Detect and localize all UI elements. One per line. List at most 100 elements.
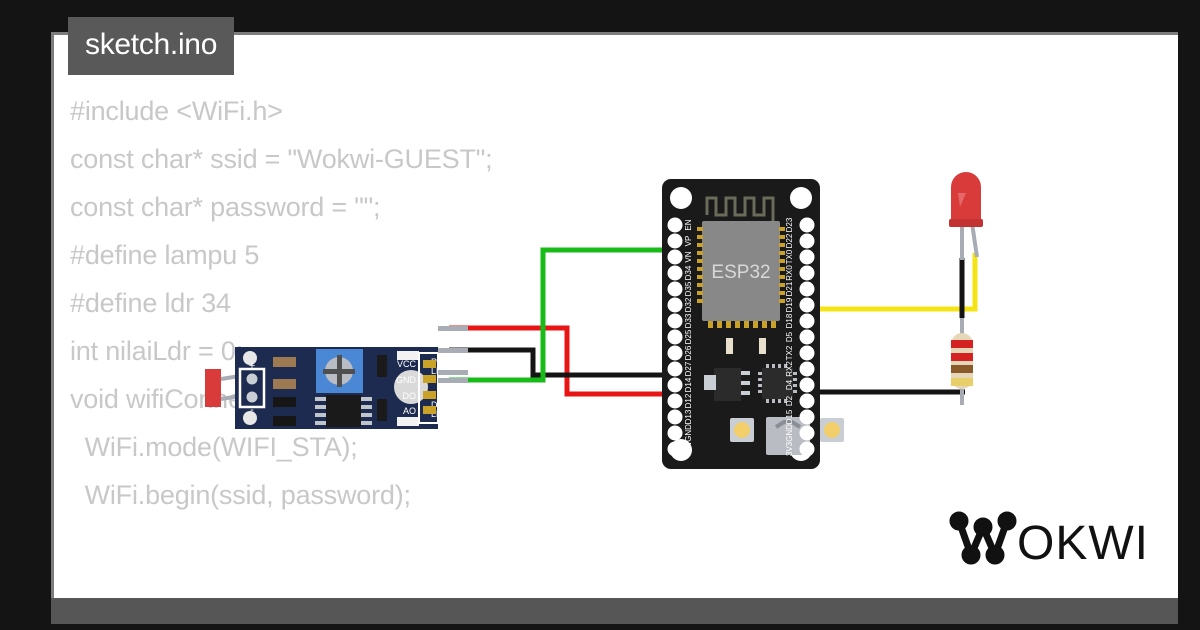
smd-resistor bbox=[273, 357, 296, 367]
ldr-pin-label-gnd: GND bbox=[396, 375, 417, 385]
pin-D23[interactable] bbox=[799, 217, 815, 233]
potentiometer-slot bbox=[323, 369, 355, 374]
boot-button[interactable] bbox=[730, 418, 754, 442]
pin-D26[interactable] bbox=[667, 345, 683, 361]
pin-D25[interactable] bbox=[667, 329, 683, 345]
en-button[interactable] bbox=[820, 418, 844, 442]
pin-GND-right[interactable] bbox=[799, 425, 815, 441]
pin-VP[interactable] bbox=[667, 233, 683, 249]
module-pads bbox=[697, 227, 785, 328]
pin-GND-left[interactable] bbox=[667, 425, 683, 441]
pin-VIN[interactable] bbox=[667, 441, 683, 457]
pin-3V3[interactable] bbox=[799, 441, 815, 457]
pin-label-left: D35 bbox=[684, 281, 693, 296]
pin-D2[interactable] bbox=[799, 393, 815, 409]
pin-label-left: D13 bbox=[684, 409, 693, 424]
pin-D32[interactable] bbox=[667, 297, 683, 313]
wire-d5-to-led-anode[interactable] bbox=[820, 253, 978, 312]
do-led-label2: LED bbox=[431, 409, 449, 419]
qfn-pads bbox=[758, 364, 797, 403]
smd-component bbox=[397, 417, 419, 426]
wire-vcc-to-vin[interactable] bbox=[449, 325, 668, 397]
pin-label-right: GND bbox=[785, 424, 794, 442]
pin-D15[interactable] bbox=[799, 409, 815, 425]
terminal-screw bbox=[246, 391, 258, 403]
pin-label-left: D34 bbox=[684, 265, 693, 280]
pin-D33[interactable] bbox=[667, 313, 683, 329]
pin-label-right: RX2 bbox=[785, 361, 794, 377]
part-resistor[interactable] bbox=[951, 318, 973, 405]
pin-RX0[interactable] bbox=[799, 265, 815, 281]
pin-label-left: D25 bbox=[684, 329, 693, 344]
pin-D34[interactable] bbox=[667, 265, 683, 281]
pin-TX2[interactable] bbox=[799, 345, 815, 361]
pin-D4[interactable] bbox=[799, 377, 815, 393]
part-photoresistor-module[interactable]: + - bbox=[205, 326, 468, 429]
ic-pads bbox=[315, 397, 372, 425]
pin-D19[interactable] bbox=[799, 297, 815, 313]
pin-label-left: VP bbox=[684, 236, 693, 247]
file-tab-sketch-ino[interactable]: sketch.ino bbox=[68, 17, 235, 75]
ldr-wire-stubs bbox=[438, 326, 468, 383]
pin-RX2[interactable] bbox=[799, 361, 815, 377]
pin-VN[interactable] bbox=[667, 249, 683, 265]
pin-D14[interactable] bbox=[667, 377, 683, 393]
part-esp32-devkit[interactable]: ESP32 bbox=[662, 179, 844, 469]
smd-resistor bbox=[273, 416, 296, 426]
screw-terminal[interactable] bbox=[238, 367, 266, 409]
ldr-pin-header[interactable] bbox=[418, 352, 439, 424]
pin-D18[interactable] bbox=[799, 313, 815, 329]
led-bulb bbox=[951, 172, 981, 225]
pin-label-left: EN bbox=[684, 219, 693, 230]
esp32-pins-left[interactable] bbox=[667, 217, 683, 457]
serial-monitor-bar[interactable] bbox=[51, 598, 1178, 624]
pin-label-left: GND bbox=[684, 424, 693, 442]
circuit-diagram[interactable]: + - bbox=[54, 35, 1181, 601]
pcb-antenna bbox=[705, 196, 775, 221]
pin-D12[interactable] bbox=[667, 393, 683, 409]
terminal-plus-label: + bbox=[249, 360, 255, 372]
pin-label-right: D21 bbox=[785, 281, 794, 296]
pin-label-right: D15 bbox=[785, 409, 794, 424]
pin-label-right: TX0 bbox=[785, 249, 794, 264]
mounting-hole bbox=[670, 187, 692, 209]
ldr-pin-label-ao: AO bbox=[403, 406, 416, 416]
pin-label-left: D27 bbox=[684, 361, 693, 376]
resistor-band-1 bbox=[951, 340, 973, 348]
mounting-hole bbox=[790, 187, 812, 209]
pin-D5[interactable] bbox=[799, 329, 815, 345]
esp32-pins-right[interactable] bbox=[799, 217, 815, 457]
pin-D21[interactable] bbox=[799, 281, 815, 297]
usb-serial-chip bbox=[762, 368, 793, 399]
pin-label-right: D18 bbox=[785, 313, 794, 328]
pin-label-left: VN bbox=[684, 251, 693, 262]
micro-usb-connector[interactable] bbox=[766, 417, 810, 455]
pin-label-left: D14 bbox=[684, 377, 693, 392]
pin-EN[interactable] bbox=[667, 217, 683, 233]
smd-resistor bbox=[273, 379, 296, 389]
pin-label-right: D19 bbox=[785, 297, 794, 312]
part-led-red[interactable] bbox=[949, 172, 983, 260]
regulator-tab bbox=[704, 375, 716, 390]
smd-component bbox=[759, 338, 766, 354]
pwr-led-label: PWR bbox=[431, 357, 452, 367]
mounting-hole bbox=[243, 351, 257, 365]
esp32-pin-labels-left: EN VP VN D34 D35 D32 D33 D25 D26 D27 D14… bbox=[684, 219, 693, 455]
wire-ao-to-d34[interactable] bbox=[449, 247, 668, 383]
mounting-hole bbox=[243, 411, 257, 425]
terminal-minus-label: - bbox=[250, 404, 254, 416]
resistor-band-2 bbox=[951, 353, 973, 361]
pin-TX0[interactable] bbox=[799, 249, 815, 265]
pin-D35[interactable] bbox=[667, 281, 683, 297]
pin-D22[interactable] bbox=[799, 233, 815, 249]
pin-label-right: D2 bbox=[785, 395, 794, 406]
wire-gnd-to-gnd[interactable] bbox=[449, 347, 668, 378]
pin-D13[interactable] bbox=[667, 409, 683, 425]
capacitor bbox=[377, 355, 387, 377]
pin-D27[interactable] bbox=[667, 361, 683, 377]
smd-component bbox=[397, 351, 419, 360]
capacitor bbox=[377, 399, 387, 421]
wokwi-workspace: #include <WiFi.h> const char* ssid = "Wo… bbox=[51, 32, 1178, 598]
pin-label-right: D23 bbox=[785, 217, 794, 232]
wokwi-logo: OKWI bbox=[949, 511, 1148, 570]
